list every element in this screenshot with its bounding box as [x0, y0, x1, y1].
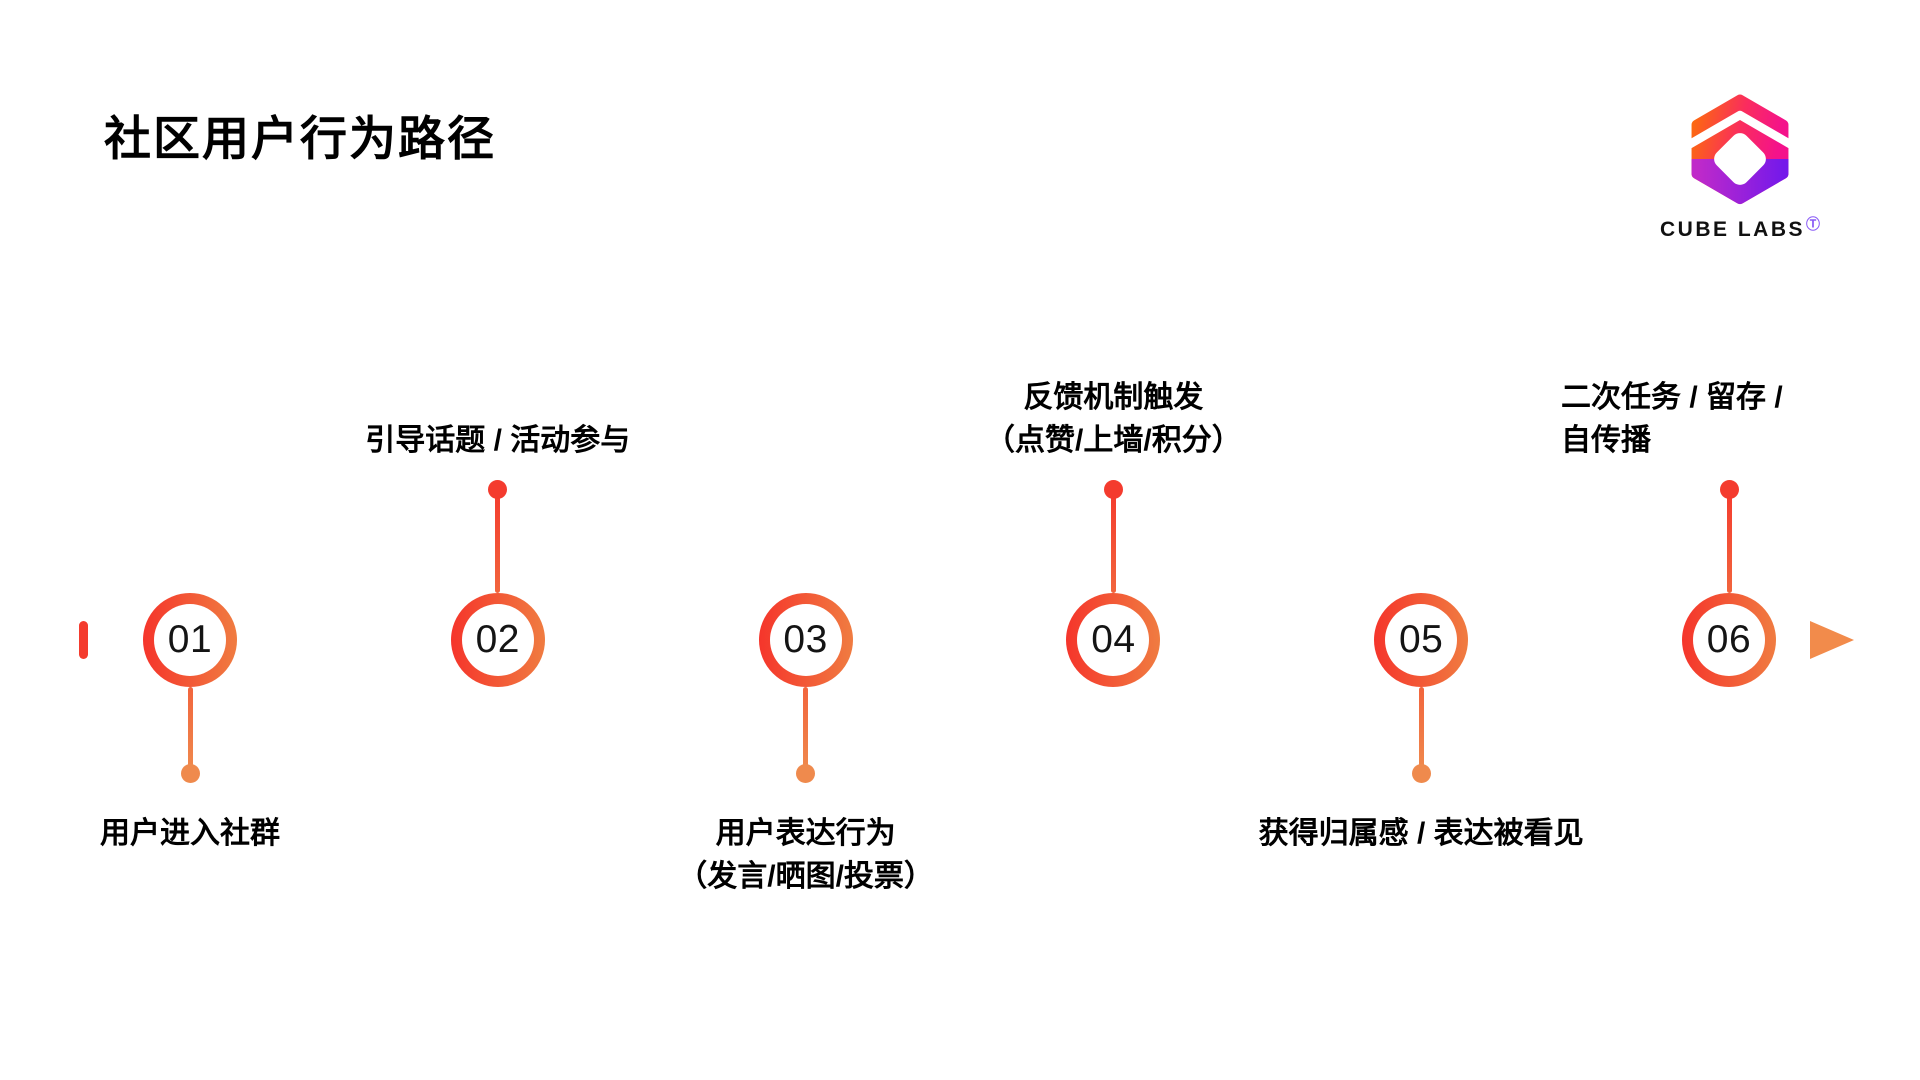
node-01-number: 01 — [154, 604, 226, 676]
timeline-node-05: 05 — [1374, 593, 1469, 687]
node-02-connector — [495, 489, 501, 593]
node-06-dot — [1719, 479, 1739, 499]
node-01-label-line: 用户进入社群 — [100, 817, 280, 850]
node-03-label-line: （发言/晒图/投票） — [677, 860, 934, 893]
axis-start-tick — [79, 621, 88, 659]
node-01-dot — [180, 763, 200, 783]
node-02-label-line: 引导话题 / 活动参与 — [365, 424, 631, 457]
brand-logo: CUBE LABSⓉ — [1645, 94, 1835, 242]
timeline-node-06: 06 — [1682, 593, 1776, 687]
node-03-number: 03 — [769, 604, 842, 676]
brand-text: CUBE LABS — [1659, 218, 1805, 241]
node-04-label: 反馈机制触发 （点赞/上墙/积分） — [985, 376, 1242, 462]
node-05-label-line: 获得归属感 / 表达被看见 — [1258, 817, 1584, 850]
node-05-label: 获得归属感 / 表达被看见 — [1259, 812, 1584, 855]
node-04-dot — [1103, 479, 1123, 499]
timeline-node-01: 01 — [143, 593, 237, 687]
node-03-label: 用户表达行为 （发言/晒图/投票） — [677, 812, 934, 898]
node-01-label: 用户进入社群 — [100, 812, 280, 855]
timeline-node-03: 03 — [758, 593, 853, 687]
node-06-number: 06 — [1693, 604, 1765, 676]
brand-name: CUBE LABSⓉ — [1645, 214, 1835, 242]
node-03-dot — [796, 763, 816, 783]
timeline-node-04: 04 — [1066, 593, 1161, 687]
trademark-icon: Ⓣ — [1806, 216, 1820, 232]
node-03-connector — [803, 687, 809, 773]
timeline-node-02: 02 — [450, 593, 545, 687]
node-04-label-line: 反馈机制触发 — [1023, 381, 1204, 414]
node-06-label-line: 二次任务 / 留存 / — [1561, 381, 1783, 414]
node-05-number: 05 — [1385, 604, 1458, 676]
node-06-label-line: 自传播 — [1561, 424, 1651, 457]
node-02-dot — [488, 479, 508, 499]
hexagon-cube-icon — [1685, 94, 1795, 205]
axis-arrowhead — [1810, 621, 1854, 659]
node-04-connector — [1110, 489, 1116, 593]
node-04-number: 04 — [1077, 604, 1150, 676]
node-05-dot — [1411, 763, 1431, 783]
page-title: 社区用户行为路径 — [104, 112, 496, 165]
node-02-label: 引导话题 / 活动参与 — [365, 419, 630, 462]
node-02-number: 02 — [461, 604, 534, 676]
node-04-label-line: （点赞/上墙/积分） — [985, 424, 1242, 457]
node-01-connector — [187, 687, 193, 773]
node-06-label: 二次任务 / 留存 / 自传播 — [1561, 376, 1783, 462]
node-03-label-line: 用户表达行为 — [715, 817, 896, 850]
node-05-connector — [1418, 687, 1424, 773]
node-06-connector — [1726, 489, 1732, 593]
